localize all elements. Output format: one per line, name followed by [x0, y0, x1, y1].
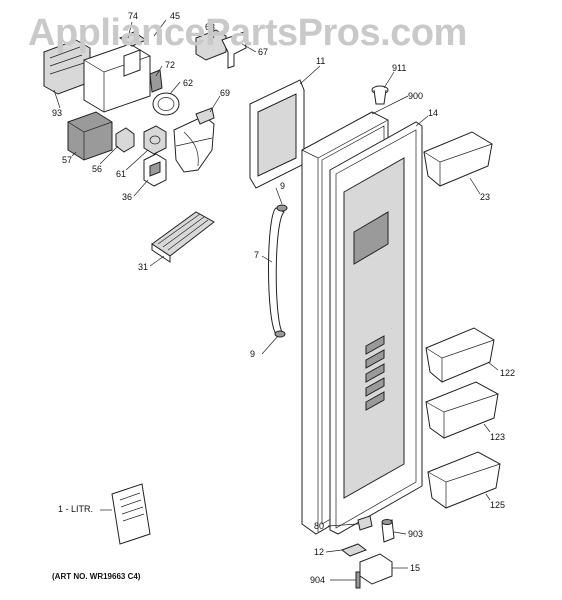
label-904: 904 — [310, 575, 325, 585]
part-1-literature — [111, 483, 151, 545]
art-number: (ART NO. WR19663 C4) — [52, 572, 141, 581]
label-74: 74 — [128, 11, 138, 21]
label-45: 45 — [170, 11, 180, 21]
part-122-bin — [425, 327, 495, 383]
part-67-bracket — [221, 31, 247, 69]
label-80: 80 — [314, 521, 324, 531]
label-12: 12 — [314, 547, 324, 557]
label-9-top: 9 — [280, 181, 285, 191]
part-15-bracket — [359, 553, 393, 585]
label-1-litr: 1 - LITR. — [58, 504, 93, 514]
label-62: 62 — [183, 78, 193, 88]
part-56-coupler — [115, 127, 135, 153]
part-911-cap — [371, 85, 389, 105]
part-63-switch — [195, 29, 227, 61]
label-67: 67 — [258, 47, 268, 57]
label-63: 63 — [205, 22, 215, 32]
part-61-gear — [143, 125, 167, 155]
part-903-fitting — [381, 519, 395, 543]
part-31-grille — [151, 211, 215, 263]
label-69: 69 — [220, 88, 230, 98]
label-57: 57 — [62, 155, 72, 165]
label-14: 14 — [428, 108, 438, 118]
label-900: 900 — [408, 91, 423, 101]
label-122: 122 — [500, 368, 515, 378]
label-903: 903 — [408, 529, 423, 539]
part-7-handle — [268, 204, 288, 338]
label-911: 911 — [392, 63, 406, 73]
label-125: 125 — [490, 500, 505, 510]
label-36: 36 — [122, 192, 132, 202]
part-62-ring — [152, 92, 180, 116]
label-56: 56 — [92, 164, 102, 174]
part-12-clip — [340, 543, 368, 557]
label-15: 15 — [410, 563, 420, 573]
label-7: 7 — [254, 250, 259, 260]
part-72 — [149, 69, 163, 93]
label-72: 72 — [165, 60, 175, 70]
part-80-fitting — [357, 515, 373, 531]
part-123-bin — [425, 381, 499, 439]
leader-lines — [53, 19, 499, 581]
label-123: 123 — [490, 432, 505, 442]
dispenser-module-parts — [43, 29, 247, 187]
label-93: 93 — [52, 108, 62, 118]
label-11: 11 — [316, 56, 325, 66]
part-904-screw — [355, 571, 361, 589]
label-9-bottom: 9 — [250, 349, 255, 359]
label-23: 23 — [480, 192, 490, 202]
part-57-motor — [67, 111, 113, 161]
part-labels: 74 45 63 67 72 62 69 93 57 56 61 36 11 9… — [52, 11, 515, 585]
part-14-liner — [329, 121, 423, 535]
part-23-bin — [423, 131, 493, 187]
part-11-dispenser-cover — [249, 79, 305, 189]
label-31: 31 — [138, 262, 148, 272]
watermark: AppliancePartsPros.com — [28, 12, 467, 54]
label-61: 61 — [116, 169, 126, 179]
part-125-bin — [427, 451, 501, 509]
